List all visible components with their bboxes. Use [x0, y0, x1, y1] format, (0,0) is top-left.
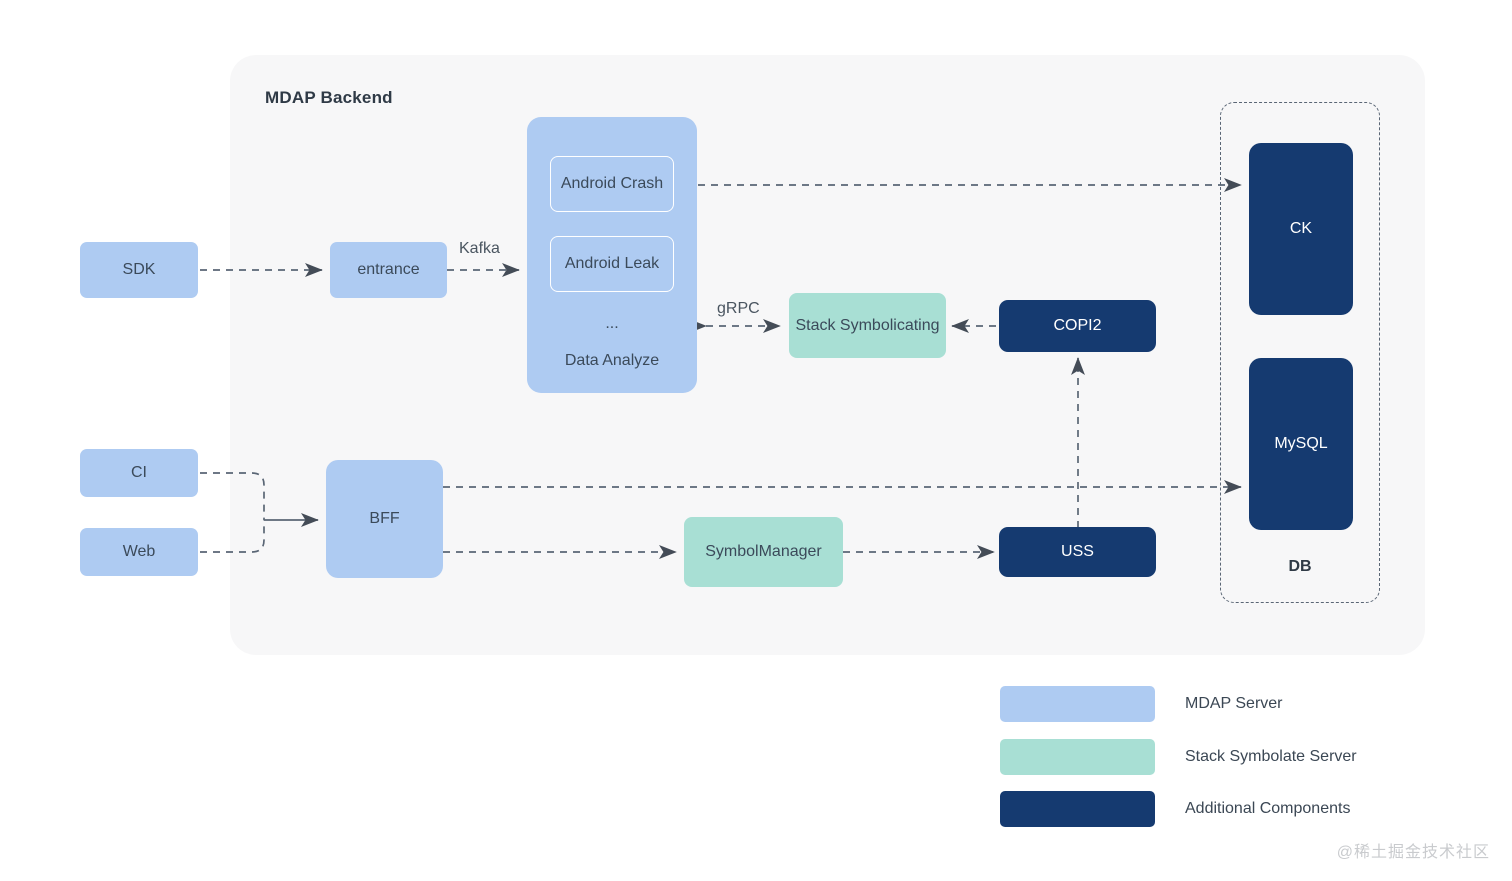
panel-title: MDAP Backend: [265, 88, 393, 107]
data-analyze-ellipsis: ...: [605, 315, 619, 332]
watermark: @稀土掘金技术社区: [1336, 844, 1490, 861]
node-entrance[interactable]: entrance: [330, 242, 447, 298]
node-symbolmanager[interactable]: SymbolManager: [684, 517, 843, 587]
edge-ci-junction: [200, 472, 265, 520]
edge-label-grpc: gRPC: [717, 300, 760, 317]
legend-swatch-additional: [1000, 791, 1155, 827]
legend-label-additional: Additional Components: [1185, 800, 1351, 817]
node-mysql[interactable]: MySQL: [1249, 358, 1353, 530]
edge-web-junction: [200, 520, 265, 553]
node-copi2[interactable]: COPI2: [999, 300, 1156, 352]
node-web[interactable]: Web: [80, 528, 198, 576]
node-data-analyze[interactable]: Android Crash Android Leak ... Data Anal…: [527, 117, 697, 393]
node-uss[interactable]: USS: [999, 527, 1156, 577]
legend-label-mdap-server: MDAP Server: [1185, 695, 1283, 712]
node-stack-symbolicating[interactable]: Stack Symbolicating: [789, 293, 946, 358]
db-container: [1220, 102, 1380, 603]
node-android-crash[interactable]: Android Crash: [550, 156, 674, 212]
node-ci[interactable]: CI: [80, 449, 198, 497]
legend-swatch-stack-symbolate: [1000, 739, 1155, 775]
node-sdk[interactable]: SDK: [80, 242, 198, 298]
legend-swatch-mdap-server: [1000, 686, 1155, 722]
node-android-leak[interactable]: Android Leak: [550, 236, 674, 292]
db-label: DB: [1288, 558, 1312, 575]
data-analyze-caption: Data Analyze: [564, 352, 660, 369]
node-ck[interactable]: CK: [1249, 143, 1353, 315]
edge-label-kafka: Kafka: [459, 240, 500, 257]
node-bff[interactable]: BFF: [326, 460, 443, 578]
legend-label-stack-symbolate: Stack Symbolate Server: [1185, 748, 1357, 765]
